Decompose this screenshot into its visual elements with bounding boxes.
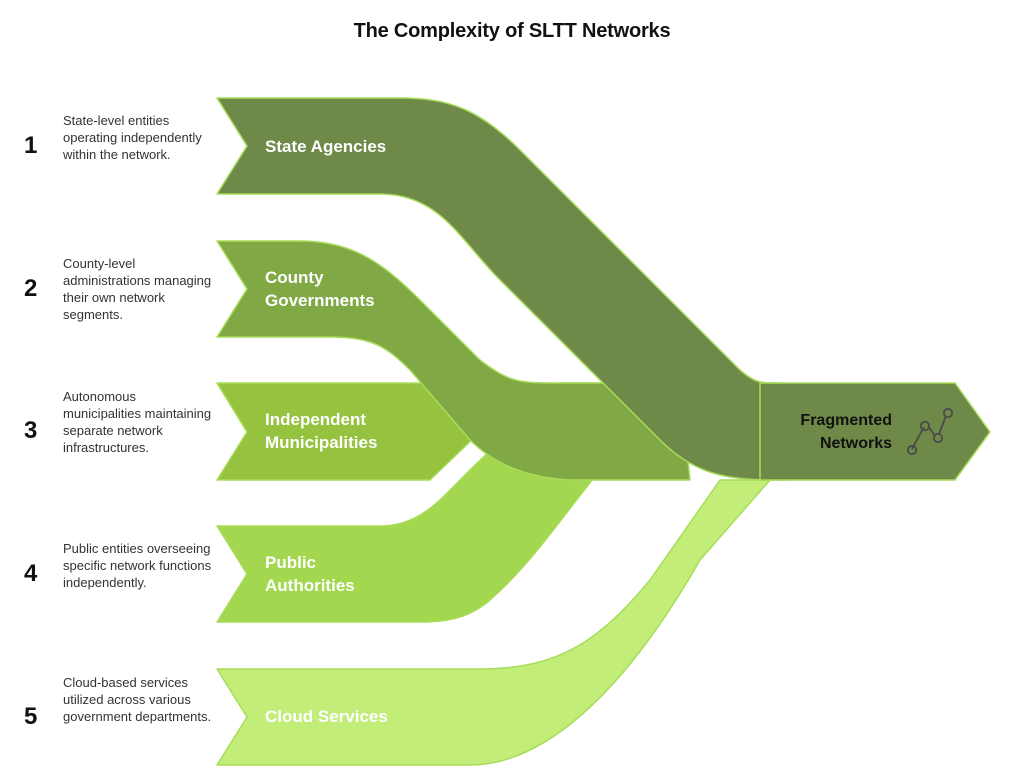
item-number-3: 3: [24, 417, 38, 444]
band-label-line: Governments: [265, 291, 375, 310]
item-number-5: 5: [24, 703, 38, 730]
item-description-5: Cloud-based services utilized across var…: [63, 675, 212, 724]
item-description-1: State-level entities operating independe…: [63, 113, 202, 162]
band-label-line: Authorities: [265, 576, 355, 595]
item-description-3: Autonomous municipalities maintaining se…: [63, 389, 212, 455]
band-label-line: Public: [265, 553, 317, 572]
item-number-4: 4: [24, 560, 38, 587]
band-label-independent-municipalities: Independent Municipalities: [265, 408, 377, 454]
output-label-line: Networks: [819, 435, 892, 452]
band-label-county-governments: County Governments: [265, 266, 375, 312]
band-label-line: State Agencies: [265, 137, 387, 156]
item-number-2: 2: [24, 275, 38, 302]
item-description-4: Public entities overseeing specific netw…: [63, 541, 212, 590]
band-cloud-services: [216, 479, 771, 766]
network-graph-icon: [906, 407, 954, 456]
item-number-1: 1: [24, 132, 38, 159]
band-label-cloud-services: Cloud Services: [265, 705, 388, 728]
output-label: Fragmented Networks: [760, 409, 892, 455]
output-arrow: [759, 382, 991, 481]
output-label-line: Fragmented: [800, 412, 892, 429]
diagram-title: The Complexity of SLTT Networks: [353, 20, 671, 42]
band-state-agencies: [216, 97, 791, 481]
band-label-public-authorities: Public Authorities: [265, 551, 355, 597]
band-county-governments: [216, 240, 691, 481]
item-description-2: County-level administrations managing th…: [63, 256, 212, 322]
band-label-state-agencies: State Agencies: [265, 135, 386, 158]
band-label-line: Municipalities: [265, 433, 378, 452]
band-label-line: Cloud Services: [265, 707, 388, 726]
band-label-line: County: [265, 268, 324, 287]
band-label-line: Independent: [265, 410, 367, 429]
